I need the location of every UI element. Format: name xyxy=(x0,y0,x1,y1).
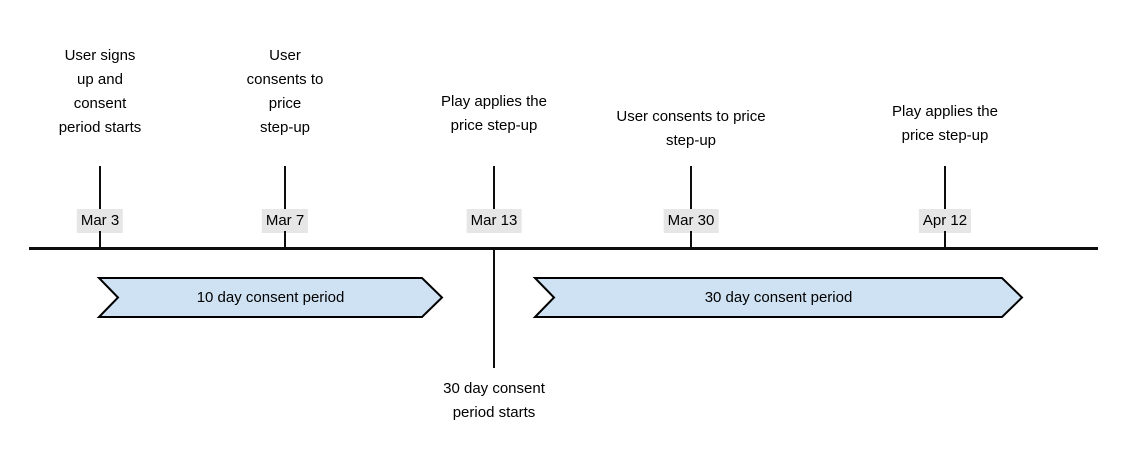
event-date-badge-apply-stepup-1: Mar 13 xyxy=(466,209,522,233)
event-stem-lower-apply-stepup-2 xyxy=(944,231,946,249)
event-stem-apply-stepup-1 xyxy=(493,166,495,209)
event-stem-consent-10day xyxy=(284,166,286,209)
event-date-badge-consent-30day: Mar 30 xyxy=(663,209,719,233)
event-stem-lower-consent-10day xyxy=(284,231,286,249)
event-label-consent-30day: User consents to price step-up xyxy=(616,108,766,149)
banner-consent-period-10: 10 day consent period xyxy=(96,277,444,318)
event-label-apply-stepup-1: Play applies the price step-up xyxy=(441,93,547,134)
timeline-axis xyxy=(29,247,1098,250)
event-date-badge-consent-10day: Mar 7 xyxy=(261,209,309,233)
event-label-consent-10day: User consents to price step-up xyxy=(246,47,324,136)
event-date-badge-apply-stepup-2: Apr 12 xyxy=(918,209,972,233)
event-stem-consent-30day xyxy=(690,166,692,209)
banner-consent-period-30: 30 day consent period xyxy=(532,277,1024,318)
event-stem-apply-stepup-2 xyxy=(944,166,946,209)
event-stem-lower-signup xyxy=(99,231,101,249)
event-label-signup: User signs up and consent period starts xyxy=(58,47,142,136)
event-label-apply-stepup-2: Play applies the price step-up xyxy=(892,103,998,144)
chevron-shape-icon xyxy=(96,277,444,318)
event-date-badge-signup: Mar 3 xyxy=(76,209,124,233)
event-stem-lower-consent-30day xyxy=(690,231,692,249)
chevron-shape-icon xyxy=(532,277,1024,318)
below-axis-stem xyxy=(493,248,495,368)
below-axis-label: 30 day consent period starts xyxy=(443,380,545,421)
event-stem-signup xyxy=(99,166,101,209)
